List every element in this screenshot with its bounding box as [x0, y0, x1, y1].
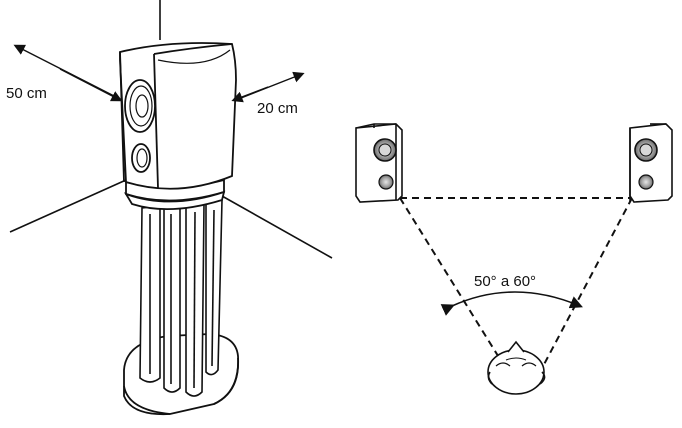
back-wall-distance-label: 50 cm	[6, 85, 47, 102]
listening-triangle	[399, 197, 633, 373]
room-corner-lines	[9, 0, 333, 259]
stereo-triangle-diagram: 50° a 60°	[355, 123, 673, 395]
distance-arrows	[13, 44, 305, 103]
stand-speaker-illustration: 50 cm 20 cm	[6, 0, 333, 416]
listening-angle-label: 50° a 60°	[474, 273, 536, 290]
stand-columns	[139, 198, 223, 397]
right-speaker-icon	[629, 123, 673, 203]
left-speaker-icon	[355, 123, 403, 203]
listening-angle-arc	[440, 291, 583, 316]
stand-speaker-cabinet	[119, 42, 237, 190]
side-wall-distance-label: 20 cm	[257, 100, 298, 117]
listener-head-icon	[487, 340, 546, 395]
